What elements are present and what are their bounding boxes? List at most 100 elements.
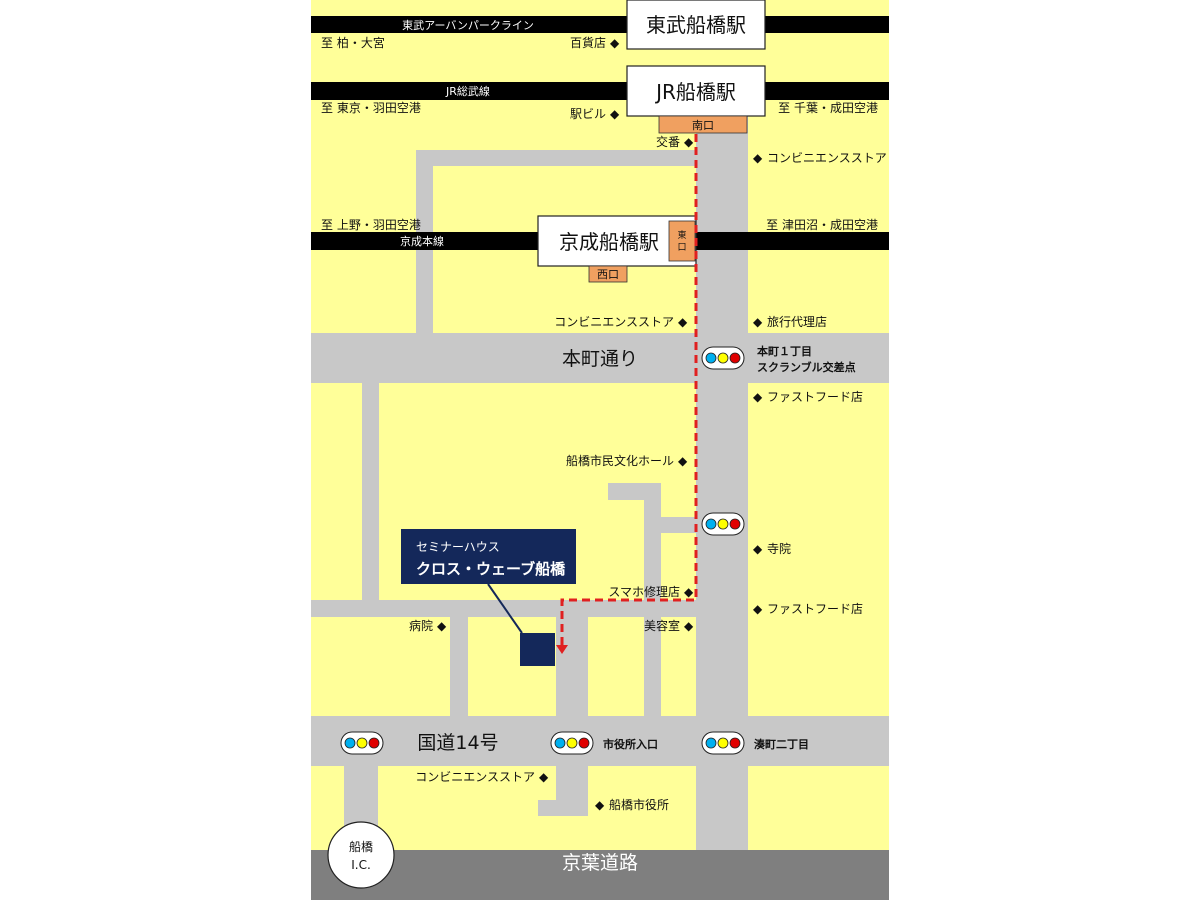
road-honcho-dori — [311, 333, 889, 383]
railway-tobu — [311, 16, 889, 33]
road-venue-vertical — [556, 617, 588, 717]
road-hospital-vertical — [450, 617, 468, 717]
diamond-icon: ◆ — [437, 619, 447, 633]
diamond-icon: ◆ — [684, 619, 694, 633]
signal-yellow-light — [717, 352, 729, 364]
signal-blue-light — [705, 737, 717, 749]
route14-label: 国道14号 — [417, 732, 498, 754]
signal-red-light — [729, 737, 741, 749]
diamond-icon: ◆ — [595, 798, 605, 812]
signal-yellow-light — [566, 737, 578, 749]
landmark-temple: 寺院 — [767, 542, 791, 556]
landmark-phone-repair: スマホ修理店 — [608, 584, 680, 599]
walking-route — [560, 134, 698, 648]
road-network — [311, 116, 889, 851]
signal-red-light — [578, 737, 590, 749]
diamond-icon: ◆ — [678, 454, 688, 468]
venue-building — [520, 633, 555, 666]
landmark-convenience-store-2: コンビニエンスストア — [554, 315, 674, 329]
station-keisei-name: 京成船橋駅 — [559, 230, 659, 254]
keisei-east-exit — [668, 220, 696, 262]
landmark-fast-food-2: ファストフード店 — [767, 602, 863, 616]
jr-south-exit — [658, 115, 748, 134]
signal-blue-light — [705, 518, 717, 530]
station-jr-name: JR船橋駅 — [654, 80, 736, 104]
signal-red-light — [368, 737, 380, 749]
funabashi-ic: 船橋 I.C. — [327, 821, 395, 889]
road-middle-horizontal — [311, 600, 696, 617]
road-upper-horizontal — [416, 150, 696, 166]
signal-blue-light — [344, 737, 356, 749]
station-tobu: 東武船橋駅 — [626, 0, 766, 50]
landmark-station-building: 駅ビル — [570, 107, 606, 121]
venue-callout — [401, 529, 576, 584]
signal-red-light — [729, 352, 741, 364]
signal-blue-light — [554, 737, 566, 749]
landmark-convenience-store-3: コンビニエンスストア — [415, 770, 535, 784]
railway-jr — [311, 82, 889, 100]
jr-line-label: JR総武線 — [445, 84, 490, 98]
landmark-culture-hall: 船橋市民文化ホール — [566, 453, 674, 468]
landmark-fast-food-1: ファストフード店 — [767, 390, 863, 404]
road-small-connector — [644, 517, 696, 533]
keisei-direction-west-label: 至 上野・羽田空港 — [321, 218, 421, 232]
route-arrowhead — [556, 645, 568, 654]
venue-leader-line — [487, 583, 523, 634]
road-route14 — [311, 716, 889, 766]
keisei-line-label: 京成本線 — [400, 234, 444, 248]
landmark-police-box: 交番 — [656, 134, 680, 149]
intersection-shiyakusho-label: 市役所入口 — [603, 737, 658, 751]
road-left-vertical — [362, 383, 379, 603]
traffic-signal-mid — [701, 512, 745, 536]
station-jr: JR船橋駅 — [626, 65, 766, 117]
diamond-icon: ◆ — [753, 542, 763, 556]
keisei-direction-east-label: 至 津田沼・成田空港 — [766, 218, 878, 232]
traffic-signal-shiyakusho-iriguchi — [550, 731, 594, 755]
landmark-beauty-salon: 美容室 — [644, 618, 680, 633]
keiyo-road-label: 京葉道路 — [562, 852, 638, 874]
landmark-travel-agency: 旅行代理店 — [767, 315, 827, 329]
diamond-icon: ◆ — [610, 107, 620, 121]
landmarks: 百貨店 ◆ 駅ビル ◆ 交番 ◆ ◆ コンビニエンスストア コンビニエンスストア… — [409, 35, 887, 812]
jr-south-exit-label: 南口 — [692, 119, 714, 132]
landmark-hospital: 病院 — [409, 618, 433, 633]
signal-red-light — [729, 518, 741, 530]
signal-yellow-light — [717, 737, 729, 749]
intersection-minatomachi-label: 湊町二丁目 — [754, 737, 809, 751]
diamond-icon: ◆ — [753, 602, 763, 616]
landmark-convenience-store-1: コンビニエンスストア — [767, 151, 887, 165]
venue-subtitle: セミナーハウス — [416, 540, 500, 554]
tobu-line-label: 東武アーバンパークライン — [402, 19, 534, 32]
diamond-icon: ◆ — [753, 390, 763, 404]
jr-direction-east-label: 至 千葉・成田空港 — [778, 101, 878, 115]
diamond-icon: ◆ — [539, 770, 549, 784]
intersection-scramble-label: スクランブル交差点 — [757, 360, 856, 374]
signal-blue-light — [705, 352, 717, 364]
tobu-direction-label: 至 柏・大宮 — [321, 35, 385, 50]
keisei-west-exit — [588, 265, 628, 283]
road-keiyo-expressway — [311, 850, 889, 900]
signal-yellow-light — [717, 518, 729, 530]
keisei-east-exit-label-bottom: 口 — [677, 243, 686, 253]
honcho-dori-label: 本町通り — [562, 348, 638, 370]
diamond-icon: ◆ — [753, 315, 763, 329]
diamond-icon: ◆ — [684, 135, 694, 149]
diamond-icon: ◆ — [678, 315, 688, 329]
diamond-icon: ◆ — [753, 151, 763, 165]
keisei-east-exit-label-top: 東 — [677, 229, 686, 241]
traffic-signal-route14-west — [340, 731, 384, 755]
road-cityhall-spur — [538, 800, 588, 816]
landmark-department-store: 百貨店 — [570, 35, 606, 50]
traffic-signal-minatomachi2 — [701, 731, 745, 755]
ic-label-name: 船橋 — [349, 840, 373, 854]
intersection-honcho1-label: 本町１丁目 — [757, 344, 812, 358]
traffic-signal-honcho1 — [701, 346, 745, 370]
venue-name: クロス・ウェーブ船橋 — [416, 560, 566, 578]
ic-label-code: I.C. — [351, 858, 371, 872]
signal-yellow-light — [356, 737, 368, 749]
jr-direction-west-label: 至 東京・羽田空港 — [321, 101, 421, 115]
keisei-west-exit-label: 西口 — [597, 268, 619, 281]
diamond-icon: ◆ — [610, 36, 620, 50]
station-tobu-name: 東武船橋駅 — [646, 13, 746, 37]
